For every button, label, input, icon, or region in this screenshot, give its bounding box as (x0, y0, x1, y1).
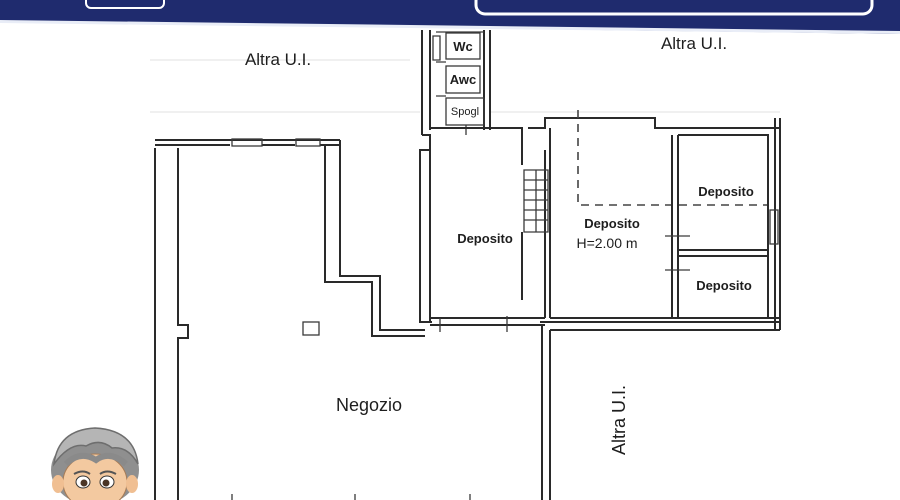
scan-artifacts (150, 59, 780, 113)
wc-box (445, 32, 481, 60)
label-negozio: Negozio (336, 395, 402, 415)
right-deposito-walls (540, 110, 781, 330)
cartoon-agent-avatar-icon (51, 427, 139, 500)
label-altra-right: Altra U.I. (609, 385, 629, 455)
pillar (302, 321, 320, 336)
label-altra-top-right: Altra U.I. (661, 34, 727, 53)
negozio-walls (154, 138, 471, 500)
lower-right-walls (541, 325, 780, 500)
label-altra-top-left: Altra U.I. (245, 50, 311, 69)
label-awc: Awc (450, 72, 477, 87)
agency-logo-frame (474, 0, 874, 16)
left-logo-badge (85, 0, 165, 9)
awc-box (445, 65, 481, 94)
banner-stripe (0, 20, 900, 34)
brand-banner (0, 0, 900, 34)
banner-band (0, 0, 900, 34)
label-deposito-main-height: H=2.00 m (576, 235, 637, 251)
label-deposito-right-top: Deposito (698, 184, 754, 199)
label-deposito-right-bottom: Deposito (696, 278, 752, 293)
window-2 (295, 138, 321, 147)
spogl-box (445, 97, 485, 126)
label-deposito-center: Deposito (457, 231, 513, 246)
service-block (421, 30, 491, 135)
window-right (769, 209, 779, 245)
window-1 (231, 138, 263, 147)
label-deposito-main: Deposito (584, 216, 640, 231)
label-spogl: Spogl (451, 106, 479, 118)
label-wc: Wc (453, 39, 473, 54)
staircase (523, 169, 549, 233)
central-deposito-walls (419, 117, 780, 332)
